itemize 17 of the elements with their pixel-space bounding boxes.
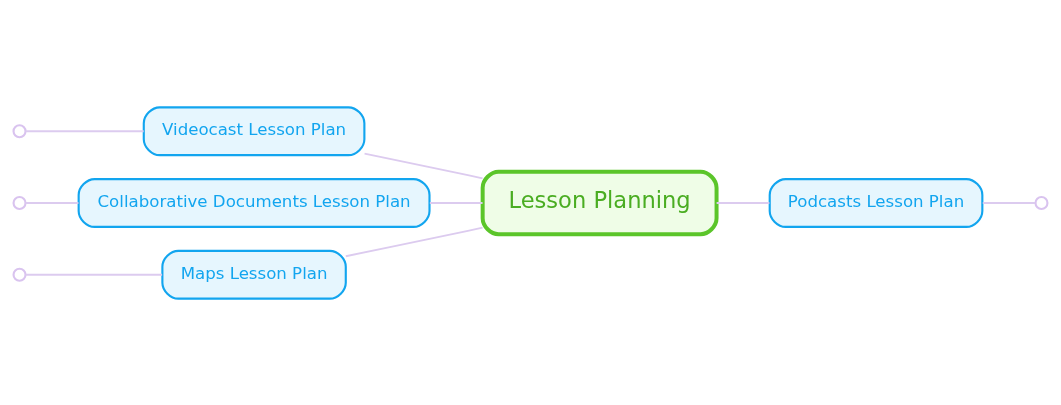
connector — [24, 273, 164, 276]
connector — [24, 201, 80, 204]
connector — [363, 152, 484, 179]
node-box: Videocast Lesson Plan — [142, 105, 366, 156]
node-circle — [12, 195, 27, 210]
node-box: Maps Lesson Plan — [161, 249, 347, 300]
node-box: Podcasts Lesson Plan — [768, 177, 984, 228]
connector — [981, 201, 1036, 204]
connector — [715, 201, 771, 204]
node-box: Collaborative Documents Lesson Plan — [77, 177, 431, 228]
connector — [24, 129, 145, 132]
node-circle — [12, 123, 27, 138]
node-circle — [12, 267, 27, 282]
node-circle — [1034, 195, 1049, 210]
node-box: Lesson Planning — [480, 169, 719, 236]
connector — [344, 226, 484, 257]
connector — [428, 201, 484, 204]
